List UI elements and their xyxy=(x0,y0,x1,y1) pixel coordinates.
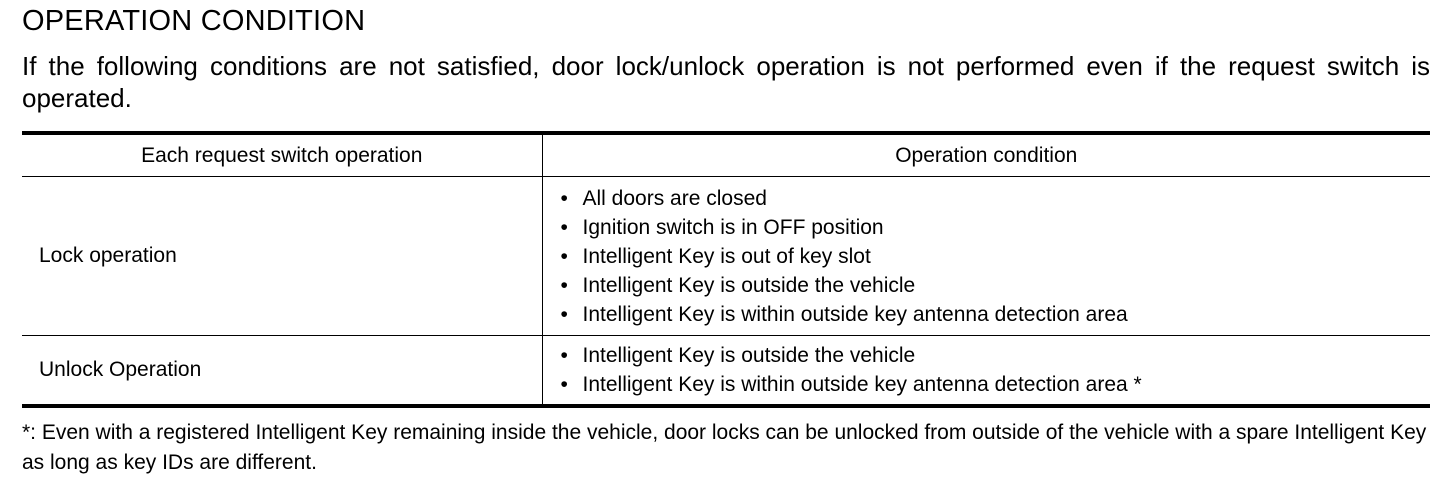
bullet-icon: • xyxy=(560,244,568,268)
condition-item: • Intelligent Key is within outside key a… xyxy=(557,370,1431,399)
section-heading: OPERATION CONDITION xyxy=(22,5,366,37)
table-row-lock: Lock operation • All doors are closed • Ig… xyxy=(22,176,1431,336)
bullet-icon: • xyxy=(560,273,568,297)
condition-list: • All doors are closed • Ignition switch i… xyxy=(543,184,1431,329)
condition-list: •Intelligent Key is outside the vehicle … xyxy=(543,341,1431,399)
condition-item: • Intelligent Key is outside the vehicle xyxy=(557,271,1431,300)
condition-text: Intelligent Key is out of key slot xyxy=(582,244,871,268)
bullet-icon: • xyxy=(560,373,568,396)
table-header-row: Each request switch operation Operation … xyxy=(22,133,1430,177)
operation-cell: Lock operation xyxy=(22,176,542,336)
column-header-condition: Operation condition xyxy=(541,133,1430,177)
condition-text: Intelligent Key is within outside key an… xyxy=(582,373,1142,396)
condition-item: • All doors are closed xyxy=(557,184,1431,213)
condition-item: • Ignition switch is in OFF position xyxy=(557,213,1431,242)
operation-condition-table: Each request switch operation Operation … xyxy=(22,131,1430,408)
bullet-icon: • xyxy=(560,215,568,239)
table-row-unlock: Unlock Operation • Intelligent Key is out… xyxy=(22,335,1431,406)
condition-text: Ignition switch is in OFF position xyxy=(582,215,884,239)
condition-item: • Intelligent Key is outside the vehicle xyxy=(557,341,1431,370)
bullet-icon: • xyxy=(560,186,568,210)
column-header-operation: Each request switch operation xyxy=(22,133,542,177)
condition-text: Intelligent Key is outside the vehicle xyxy=(582,344,916,367)
bullet-icon: • xyxy=(560,302,568,326)
condition-item: • Intelligent Key is within outside key a… xyxy=(557,300,1431,329)
condition-cell: • All doors are closed • Ignition switch i… xyxy=(541,176,1431,336)
condition-item: • Intelligent Key is out of key slot xyxy=(557,242,1431,271)
footnote: *: Even with a registered Intelligent Ke… xyxy=(22,421,1427,474)
bullet-icon: • xyxy=(560,344,568,367)
condition-text: Intelligent Key is outside the vehicle xyxy=(582,273,916,297)
intro-paragraph: If the following conditions are not sati… xyxy=(22,51,1430,113)
condition-text: Intelligent Key is within outside key an… xyxy=(582,302,1128,326)
condition-text: All doors are closed xyxy=(582,186,767,210)
condition-cell: •Intelligent Key is outside the vehicle … xyxy=(541,335,1431,406)
operation-cell: Unlock Operation xyxy=(39,358,202,381)
